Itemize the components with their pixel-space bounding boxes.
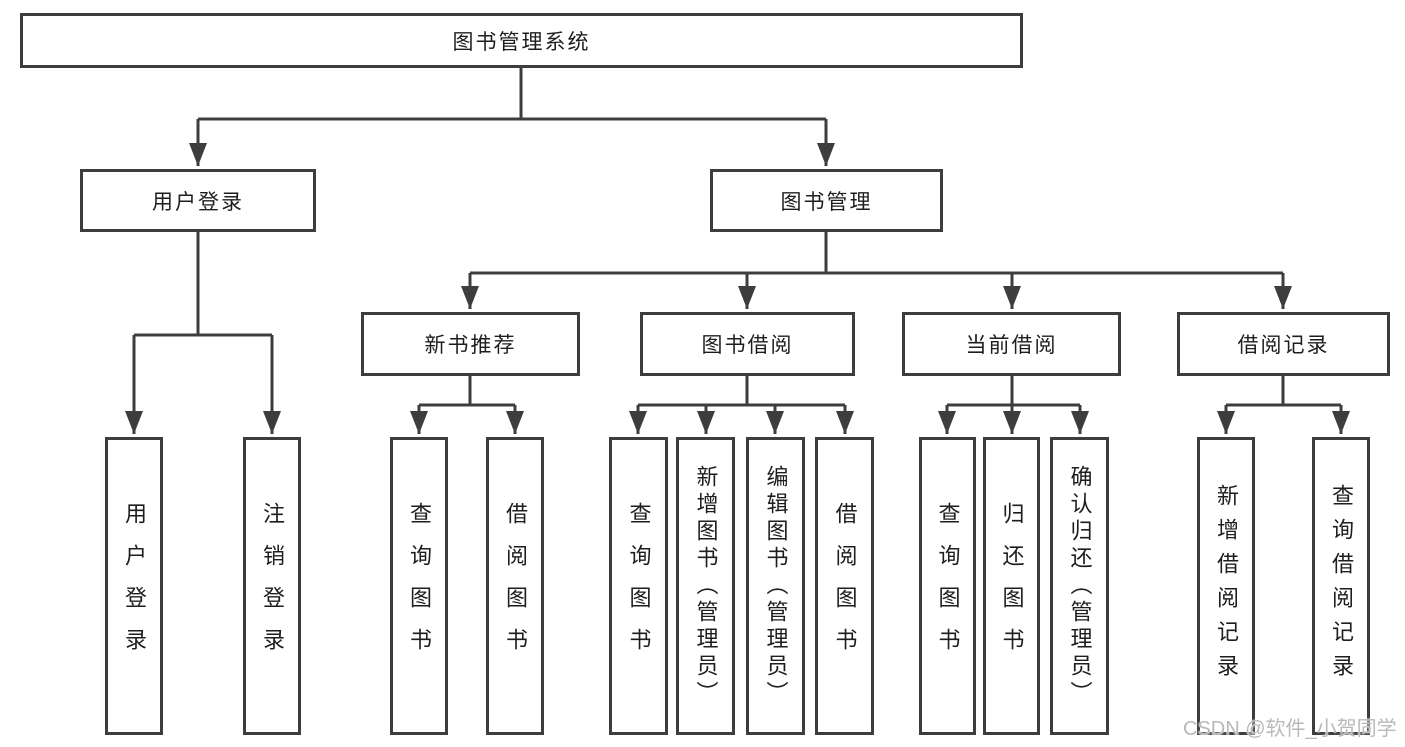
node-label: 新书推荐 (424, 334, 517, 357)
leaf-add-books-admin: 新增图书（管理员） (676, 437, 735, 735)
node-borrowing-records: 借阅记录 (1177, 312, 1390, 376)
node-label: 用户登录 (152, 190, 244, 214)
node-label: 用户登录 (122, 502, 147, 670)
node-label: 归还图书 (999, 502, 1025, 670)
node-new-book-recommend: 新书推荐 (361, 312, 580, 376)
leaf-confirm-return-admin: 确认归还（管理员） (1050, 437, 1109, 735)
node-library-management-system: 图书管理系统 (20, 13, 1023, 68)
node-label: 查询图书 (935, 502, 961, 670)
leaf-edit-books-admin: 编辑图书（管理员） (746, 437, 805, 735)
node-label: 查询借阅记录 (1329, 484, 1354, 688)
node-label: 确认归还（管理员） (1067, 464, 1093, 708)
node-book-borrowing: 图书借阅 (640, 312, 855, 376)
node-label: 注销登录 (260, 502, 285, 670)
node-user-login: 用户登录 (80, 169, 316, 232)
node-label: 查询图书 (626, 502, 652, 670)
leaf-query-books-recommend: 查询图书 (390, 437, 448, 735)
node-label: 借阅记录 (1237, 334, 1330, 357)
leaf-query-books-borrowing: 查询图书 (609, 437, 668, 735)
node-label: 查询图书 (407, 502, 432, 670)
leaf-query-books-current: 查询图书 (919, 437, 976, 735)
leaf-query-borrow-record: 查询借阅记录 (1312, 437, 1370, 735)
leaf-add-borrow-record: 新增借阅记录 (1197, 437, 1255, 735)
leaf-borrow-books-recommend: 借阅图书 (486, 437, 544, 735)
node-label: 当前借阅 (965, 334, 1058, 357)
node-label: 图书管理 (780, 190, 873, 214)
node-label: 图书借阅 (701, 334, 794, 357)
leaf-borrow-books: 借阅图书 (815, 437, 874, 735)
leaf-logout: 注销登录 (243, 437, 301, 735)
node-label: 图书管理系统 (452, 30, 591, 54)
node-label: 编辑图书（管理员） (763, 464, 789, 708)
leaf-user-login: 用户登录 (105, 437, 163, 735)
leaf-return-books: 归还图书 (983, 437, 1040, 735)
csdn-watermark: CSDN @软件_小贺同学 (1183, 718, 1397, 740)
node-current-borrowing: 当前借阅 (902, 312, 1121, 376)
node-label: 新增图书（管理员） (693, 464, 719, 708)
node-label: 新增借阅记录 (1214, 484, 1239, 688)
node-book-management: 图书管理 (710, 169, 943, 232)
node-label: 借阅图书 (832, 502, 858, 670)
node-label: 借阅图书 (503, 502, 528, 670)
